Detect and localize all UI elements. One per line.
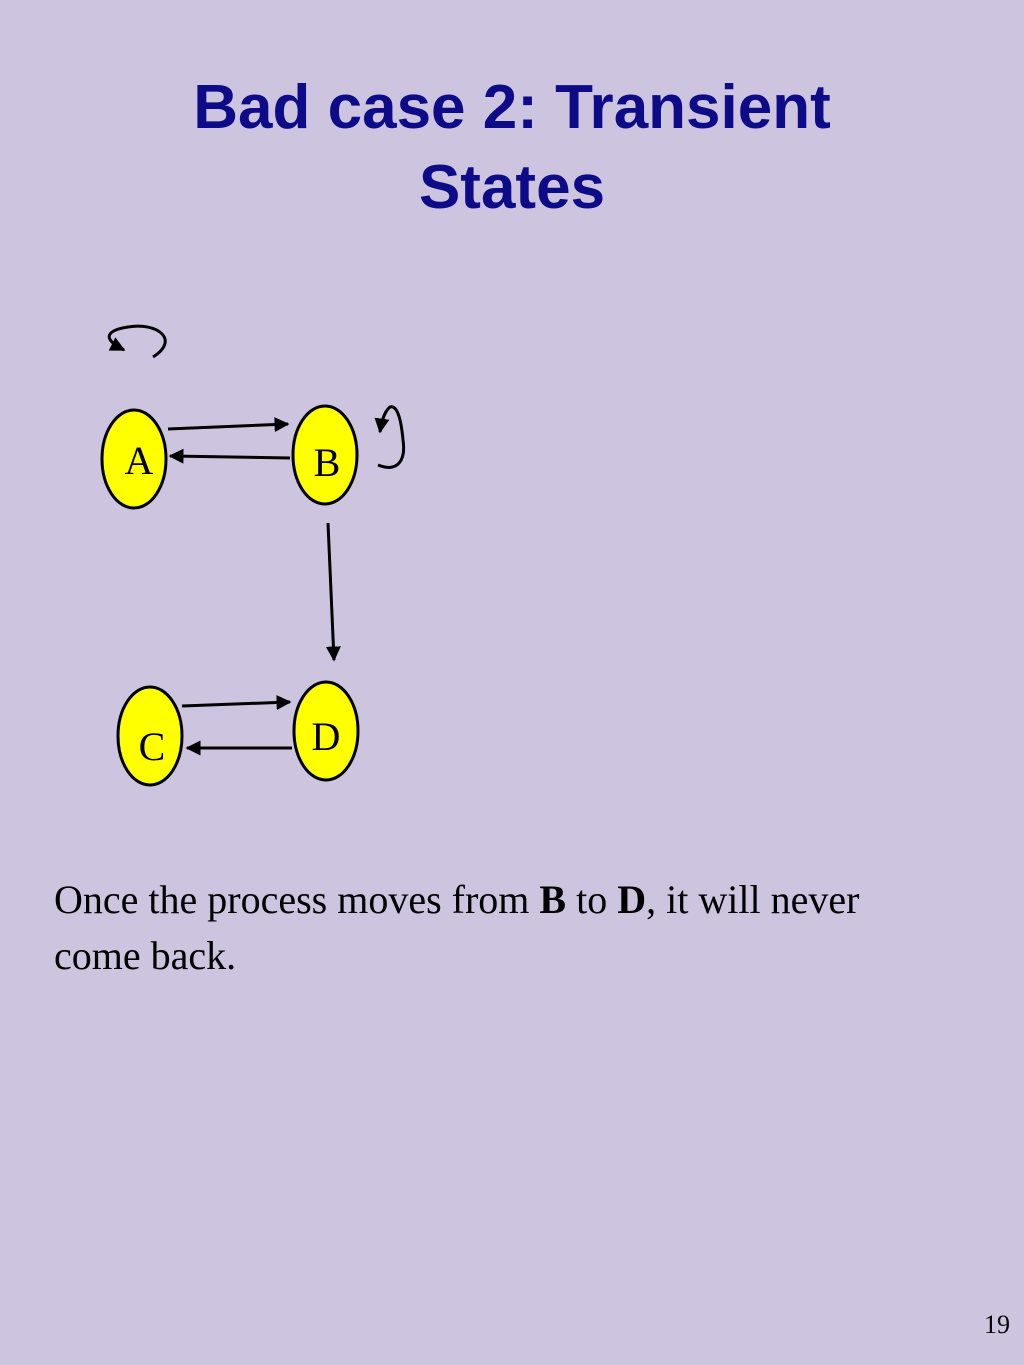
node-b-label: B [314, 440, 341, 485]
caption-part-2: to [566, 877, 618, 922]
node-a-label: A [125, 438, 154, 483]
node-c-label: C [139, 724, 166, 769]
title-line-1: Bad case 2: Transient [193, 73, 831, 142]
edge-b-to-a [168, 448, 291, 464]
title-line-2: States [418, 153, 606, 222]
stray-loop-arrow [107, 324, 167, 359]
node-b: B [291, 404, 359, 506]
slide-title: Bad case 2: Transient States [0, 68, 1024, 228]
edge-c-to-d [181, 695, 292, 710]
caption-bold-d: D [617, 877, 647, 922]
caption-text: Once the process moves from B to D, it w… [54, 872, 934, 984]
node-d-label: D [312, 714, 341, 759]
edge-b-to-d [325, 522, 341, 662]
edge-b-self-loop [374, 405, 406, 469]
caption-part-1: Once the process moves from [54, 877, 540, 922]
caption-part-3: , it will never come back. [54, 877, 860, 978]
page-number: 19 [984, 1310, 1010, 1339]
node-d: D [292, 680, 360, 782]
edge-a-to-b [167, 417, 290, 433]
node-a: A [100, 408, 168, 510]
caption-bold-b: B [539, 877, 567, 922]
node-c: C [116, 685, 184, 787]
